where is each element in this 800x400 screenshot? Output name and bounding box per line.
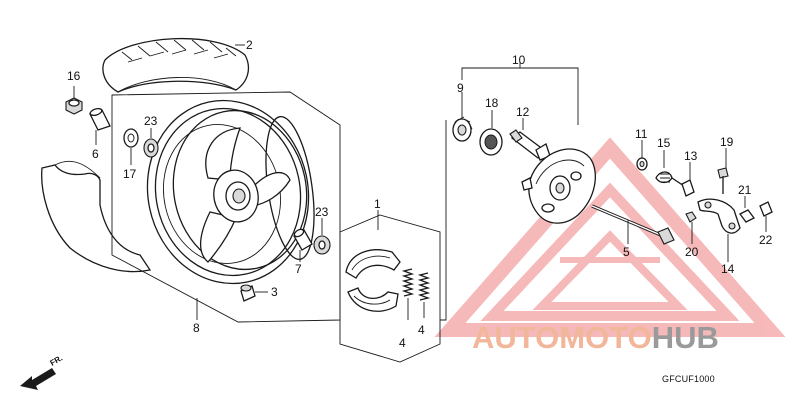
callout-1: 1 <box>374 197 381 211</box>
callout-18: 18 <box>485 96 499 110</box>
callout-23-top: 23 <box>144 114 158 128</box>
callout-8: 8 <box>193 321 200 335</box>
clip-13-part <box>681 179 695 197</box>
callout-9: 9 <box>457 81 464 95</box>
cam-gear-9-part <box>452 116 473 142</box>
watermark-triangle <box>434 137 786 337</box>
diagram-code: GFCUF1000 <box>662 374 715 384</box>
callout-3: 3 <box>271 285 278 299</box>
callout-5: 5 <box>623 245 630 259</box>
callout-12: 12 <box>516 105 530 119</box>
callout-17: 17 <box>123 167 137 181</box>
front-direction-arrow: FR. <box>20 353 64 390</box>
brake-arm-14-part <box>697 198 741 234</box>
nut-22-part <box>759 201 773 217</box>
wheel-rim-part <box>146 99 315 285</box>
callout-15: 15 <box>657 136 671 150</box>
spring-4a-part <box>401 268 415 320</box>
bearing-23-bottom-part <box>313 235 331 255</box>
leader-lines <box>73 44 767 320</box>
pin-21-part <box>739 209 755 223</box>
brake-panel-group-frame <box>440 62 579 321</box>
bearing-23-top-part <box>143 138 159 158</box>
callout-22: 22 <box>759 233 773 247</box>
seal-18-part <box>479 128 503 156</box>
watermark-logo: AUTOMOTOHUB <box>472 320 719 355</box>
nut-16-part <box>65 97 83 115</box>
callout-6: 6 <box>92 147 99 161</box>
svg-text:AUTOMOTOHUB: AUTOMOTOHUB <box>472 320 719 355</box>
brake-shoe-group-frame <box>339 214 441 363</box>
callout-7: 7 <box>295 262 302 276</box>
brake-cam-12-part <box>509 129 551 161</box>
tire-part <box>102 37 250 93</box>
callout-2: 2 <box>246 38 253 52</box>
callout-14: 14 <box>721 262 735 276</box>
washer-11-part <box>636 157 648 171</box>
nut-20-part <box>685 211 697 223</box>
callout-13: 13 <box>684 149 698 163</box>
callout-20: 20 <box>685 245 699 259</box>
callout-23-bottom: 23 <box>315 205 329 219</box>
callout-16: 16 <box>67 69 81 83</box>
fender-part <box>41 160 152 273</box>
brake-shoe-part <box>345 249 401 312</box>
bolt-19-part <box>717 167 729 194</box>
callout-21: 21 <box>738 183 752 197</box>
callout-4-right: 4 <box>418 323 425 337</box>
callout-19: 19 <box>720 135 734 149</box>
collar-6-part <box>89 107 111 131</box>
front-label: FR. <box>49 353 65 367</box>
callout-11: 11 <box>635 127 648 141</box>
seal-17-part <box>123 128 139 148</box>
watermark-text-primary: AUTOMOTO <box>472 320 652 355</box>
axle-5-part <box>591 204 675 245</box>
brake-panel-part <box>521 148 596 224</box>
spring-4b-part <box>417 272 431 318</box>
watermark-text-secondary: HUB <box>652 320 719 355</box>
callout-10: 10 <box>512 53 526 67</box>
valve-3-part <box>240 284 256 302</box>
callout-numbers: 2 16 6 23 17 23 7 3 8 1 4 4 10 9 18 12 1… <box>67 38 773 350</box>
callout-4-left: 4 <box>399 336 406 350</box>
distance-collar-7-part <box>293 228 313 251</box>
